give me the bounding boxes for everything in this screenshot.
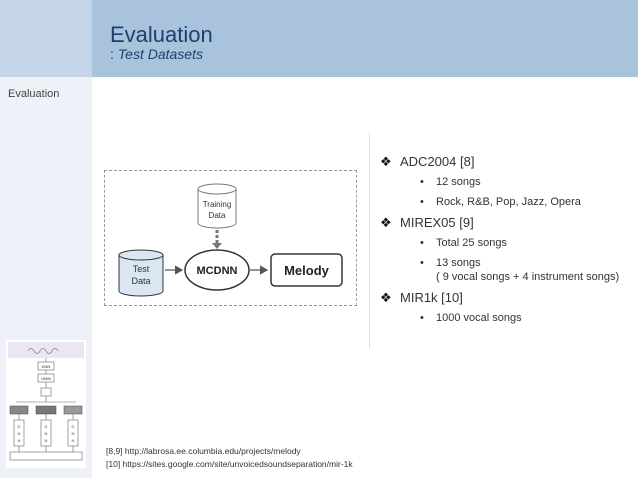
- training-label-1: Training: [203, 200, 232, 209]
- thumb-col-char: D: [18, 424, 21, 429]
- slide-title: Evaluation: [110, 22, 213, 47]
- mcdnn-node: [184, 249, 250, 291]
- thumb-col-char: D: [45, 424, 48, 429]
- sub-bullet: •Total 25 songs: [420, 237, 507, 249]
- mcdnn-label: MCDNN: [197, 265, 238, 277]
- vertical-divider: [369, 133, 370, 348]
- thumbnail-svg: DNN HMM D N N D N N D N N: [6, 340, 86, 468]
- thumb-col-char: D: [72, 424, 75, 429]
- thumb-col-char: N: [45, 438, 48, 443]
- diamond-bullet-icon: ❖: [380, 290, 392, 305]
- header-left-block: [0, 0, 92, 77]
- thumb-col-char: N: [72, 431, 75, 436]
- subtitle-prefix: :: [110, 46, 114, 62]
- thumb-label-hmm: HMM: [41, 376, 51, 381]
- bullet-mirex05: ❖MIREX05 [9]: [380, 215, 474, 230]
- header-bar: [92, 0, 638, 77]
- sub-bullet: •1000 vocal songs: [420, 312, 522, 324]
- training-label-2: Data: [209, 211, 226, 220]
- diagram-svg: Training Data Test Data MCDNN Melody: [118, 183, 343, 297]
- thumb-col-char: N: [18, 438, 21, 443]
- training-data-cylinder: Training Data: [197, 183, 237, 229]
- sub-bullet: •13 songs( 9 vocal songs + 4 instrument …: [420, 257, 620, 283]
- sub-bullet: •12 songs: [420, 176, 481, 188]
- dataset-list: ❖ADC2004 [8] •12 songs •Rock, R&B, Pop, …: [380, 154, 635, 331]
- sub-bullet: •Rock, R&B, Pop, Jazz, Opera: [420, 196, 581, 208]
- architecture-thumbnail: DNN HMM D N N D N N D N N: [6, 340, 86, 468]
- thumb-col-char: N: [72, 438, 75, 443]
- test-data-cylinder: Test Data: [118, 249, 164, 297]
- reference-line: [8,9] http://labrosa.ee.columbia.edu/pro…: [106, 446, 301, 456]
- subtitle-text: Test Datasets: [117, 46, 203, 62]
- diamond-bullet-icon: ❖: [380, 154, 392, 169]
- test-label-2: Data: [131, 276, 150, 286]
- thumb-label-dnn: DNN: [42, 364, 51, 369]
- reference-line: [10] https://sites.google.com/site/unvoi…: [106, 459, 353, 469]
- slide-subtitle: :Test Datasets: [110, 46, 203, 62]
- diamond-bullet-icon: ❖: [380, 215, 392, 230]
- mcdnn-diagram: Training Data Test Data MCDNN Melody: [104, 170, 357, 306]
- bullet-mir1k: ❖MIR1k [10]: [380, 290, 463, 305]
- bullet-adc2004: ❖ADC2004 [8]: [380, 154, 475, 169]
- thumb-col-char: N: [45, 431, 48, 436]
- training-arrow-head: [212, 243, 222, 249]
- melody-label: Melody: [284, 263, 330, 278]
- melody-node: [270, 253, 343, 287]
- references: [8,9] http://labrosa.ee.columbia.edu/pro…: [106, 445, 353, 471]
- thumb-col-char: N: [18, 431, 21, 436]
- test-label-1: Test: [133, 264, 150, 274]
- section-label: Evaluation: [8, 88, 60, 100]
